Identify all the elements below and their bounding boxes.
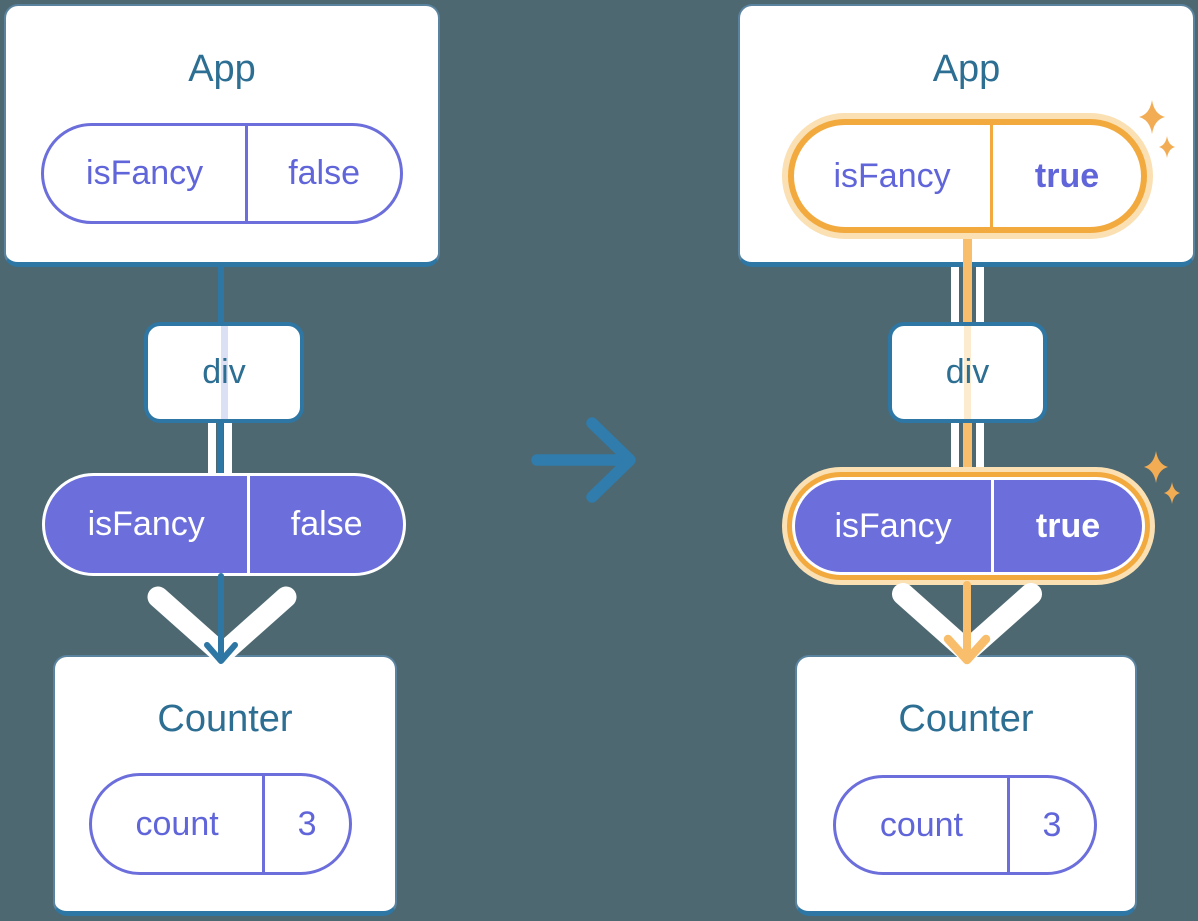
- right-div-through-line: [964, 326, 971, 419]
- right-props-pill: isFancy true: [792, 477, 1145, 575]
- state-value: 3: [297, 804, 317, 843]
- right-app-state-pill: isFancy true: [788, 119, 1147, 233]
- right-app-title: App: [932, 48, 1001, 90]
- state-name: isFancy: [794, 125, 994, 227]
- right-prop-flow-line: [951, 267, 959, 324]
- left-div-label: div: [202, 353, 246, 391]
- prop-name: isFancy: [45, 476, 251, 573]
- sparkle-icon: [1144, 451, 1168, 483]
- left-prop-flow-chevron-icon: [147, 586, 297, 665]
- transition-arrow-icon: [531, 417, 636, 503]
- left-counter-state-pill: count 3: [89, 773, 352, 875]
- right-div-label: div: [945, 353, 990, 391]
- left-div-node: div: [144, 322, 304, 423]
- right-prop-flow-line: [976, 267, 984, 324]
- left-state-arrow-icon: [204, 573, 238, 664]
- left-state-line: [217, 421, 223, 474]
- prop-value: true: [1035, 506, 1101, 545]
- right-prop-flow-line: [976, 421, 984, 470]
- state-name: isFancy: [44, 126, 249, 221]
- right-state-line: [963, 421, 972, 470]
- state-value: false: [288, 154, 361, 192]
- right-div-node: div: [888, 322, 1047, 423]
- state-value: true: [1034, 156, 1100, 195]
- sparkle-icon: [1164, 482, 1180, 504]
- left-counter-title: Counter: [157, 698, 293, 740]
- prop-value: false: [290, 505, 363, 543]
- state-name: count: [836, 778, 1010, 872]
- left-prop-flow-line: [224, 421, 232, 474]
- right-state-line: [963, 238, 972, 267]
- right-prop-flow-line: [951, 421, 959, 470]
- right-counter-title: Counter: [898, 698, 1034, 740]
- state-name: count: [92, 776, 266, 872]
- prop-name: isFancy: [795, 480, 995, 572]
- left-div-through-line: [220, 326, 228, 419]
- right-counter-state-pill: count 3: [833, 775, 1097, 875]
- left-prop-flow-line: [208, 421, 216, 474]
- state-value: 3: [1042, 805, 1062, 844]
- left-props-pill: isFancy false: [42, 473, 406, 576]
- right-state-line: [963, 267, 972, 324]
- left-app-title: App: [188, 48, 256, 90]
- right-state-arrow-icon: [943, 581, 991, 665]
- right-prop-flow-chevron-icon: [892, 583, 1042, 662]
- left-app-div-connector: [218, 263, 224, 324]
- left-app-state-pill: isFancy false: [41, 123, 403, 224]
